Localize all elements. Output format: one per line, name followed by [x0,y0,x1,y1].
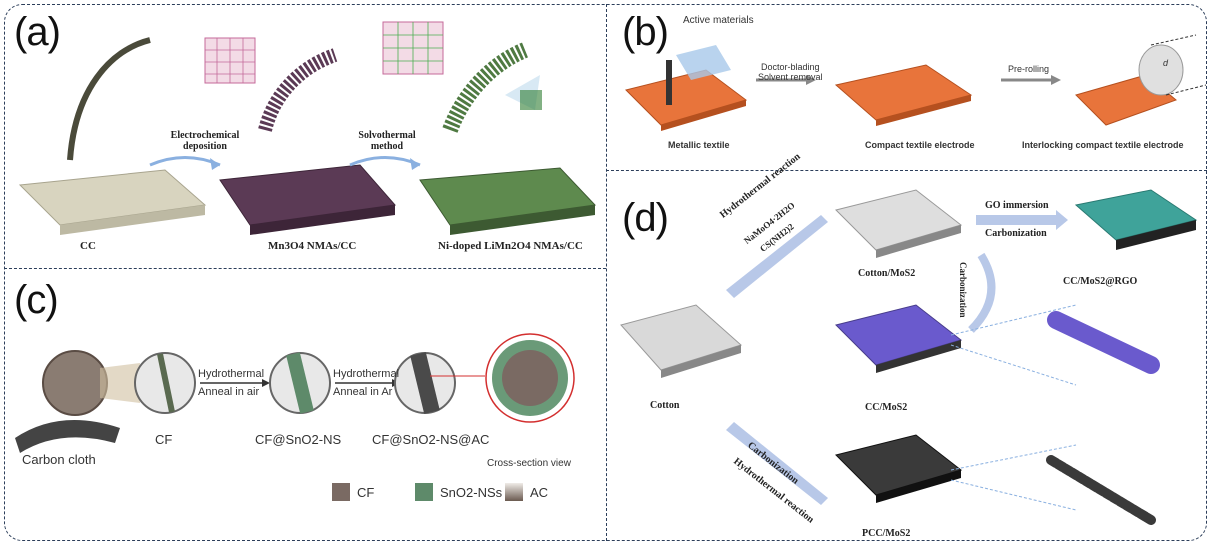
label-cc: CC [80,240,96,252]
arrow2-line1: Solvothermal [358,130,416,141]
legend-label-cf: CF [357,485,375,500]
metallic-textile [625,45,748,131]
panel-c-graphics [15,333,575,501]
lmo-inset [520,90,542,110]
panel-a-graphics [18,21,597,235]
label-cc-mos2-rgo: CC/MoS2@RGO [1063,276,1138,287]
label-carbonization-vertical: Carbonization [958,262,968,318]
zoom-line-4 [950,479,1077,511]
label-go-immersion: GO immersion [985,200,1049,211]
pcc-mos2-fiber [1046,455,1156,525]
divider-a-c [4,268,606,269]
lmo-cloth [419,167,597,235]
legend-swatch-cf [332,483,350,501]
arrow1-line2: deposition [183,141,227,152]
cf-sno2-fiber [286,352,314,414]
doctor-blading-line2: Solvent removal [758,72,823,82]
arrow1-top: Hydrothermal [198,368,265,380]
panel-label-a: (a) [14,10,61,54]
arrow2-top: Hydrothermal [333,368,400,380]
arrow-carbonization-vertical [968,252,996,333]
arrow2-line2: method [370,141,404,152]
lmo-fiber [442,42,529,133]
arrow1-line1: Electrochemical [170,130,240,141]
panel-b-graphics [625,34,1207,131]
label-lmo: Ni-doped LiMn2O4 NMAs/CC [438,240,583,252]
label-pcc-mos2: PCC/MoS2 [862,528,911,539]
label-interlocking-electrode: Interlocking compact textile electrode [1022,140,1184,150]
label-cc-mos2: CC/MoS2 [865,402,908,413]
mn3o4-cloth [219,164,396,235]
legend-label-ac: AC [530,485,549,500]
cc-mos2-rgo-fabric [1074,189,1198,250]
label-cf-sno2: CF@SnO2-NS [255,432,342,447]
label-mn3o4: Mn3O4 NMAs/CC [268,240,357,252]
arrow-hydrothermal-upper [726,215,828,298]
label-compact-electrode: Compact textile electrode [865,140,975,150]
vertical-divider [606,4,607,541]
divider-b-d [606,170,1207,171]
panel-d-graphics [620,189,1198,525]
arrow-electrodeposition [149,156,221,167]
cf-sno2-ac-fiber [410,352,440,414]
cc-mos2-fiber [1047,311,1160,374]
arrow1-bottom: Anneal in air [198,386,260,398]
mn3o4-crystal-structure [204,37,256,84]
legend-swatch-sno2 [415,483,433,501]
compact-textile-electrode [834,64,973,126]
label-active-materials: Active materials [683,15,754,26]
label-cf: CF [155,432,173,447]
mn3o4-fiber [258,48,338,132]
cf-fiber [157,353,175,413]
arrow-solvothermal [349,156,421,167]
label-carbon-cloth: Carbon cloth [22,452,96,467]
arrow-go-immersion [976,210,1068,230]
lmo-crystal-structure [382,21,444,75]
pcc-mos2-fabric [835,434,963,503]
cross-section-view [485,333,575,423]
label-pre-rolling: Pre-rolling [1008,64,1050,74]
label-cross-section: Cross-section view [487,458,571,469]
interlocking-electrode [1075,34,1207,126]
doctor-blading-line1: Doctor-blading [761,62,820,72]
panel-label-b: (b) [622,10,669,54]
cc-mos2-fabric [835,304,963,373]
zoom-line-2 [950,344,1077,386]
label-cotton: Cotton [650,400,680,411]
doctor-blade [666,60,672,105]
arrow2-label: Solvothermal method [352,130,422,152]
cotton-fabric [620,304,742,378]
cotton-mos2-fabric [835,189,963,258]
panel-label-c: (c) [14,278,59,322]
label-metallic-textile: Metallic textile [668,140,730,150]
cc-cloth [18,169,207,235]
active-materials-layer [676,45,731,80]
zoom-line-1 [950,304,1077,336]
legend-swatch-ac [505,483,523,501]
arrow-carbonization-lower [726,422,828,505]
label-carbonization-go: Carbonization [985,228,1047,239]
arrow2-bottom: Anneal in Ar [333,386,393,398]
label-d: d [1163,58,1169,68]
zoom-line-3 [950,444,1077,471]
panel-label-d: (d) [622,196,669,240]
legend-label-sno2: SnO2-NSs [440,485,503,500]
carbon-cloth-sheet [15,420,120,453]
figure-frame [4,4,1207,541]
arrow1-label: Electrochemical deposition [165,130,245,152]
carbon-cloth-weave [42,350,108,416]
label-cotton-mos2: Cotton/MoS2 [858,268,916,279]
label-cf-sno2-ac: CF@SnO2-NS@AC [372,432,490,447]
cc-fiber [67,37,151,161]
zoom-beam [100,363,140,403]
label-doctor-blading: Doctor-blading Solvent removal [758,62,823,82]
